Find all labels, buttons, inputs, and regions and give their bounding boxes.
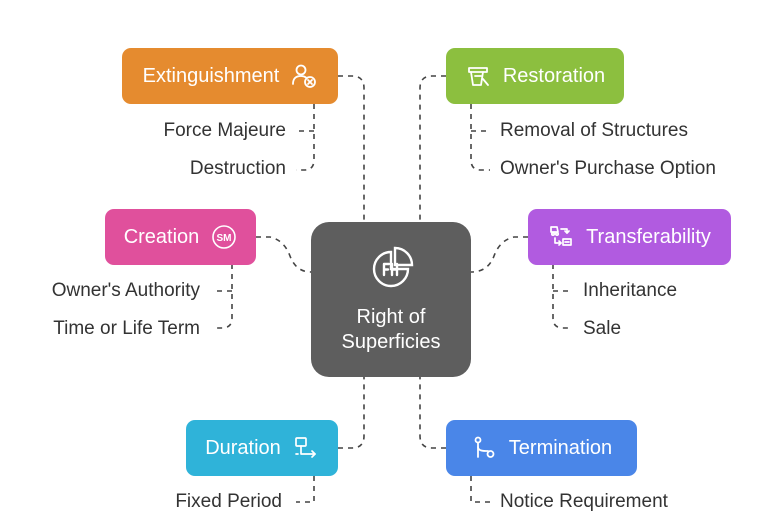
person-remove-icon [291, 63, 317, 89]
svg-text:SM: SM [217, 233, 232, 244]
connector-restoration-items [470, 104, 490, 171]
service-mark-icon: SM [211, 224, 237, 250]
sub-sale: Sale [583, 318, 622, 339]
sub-owners-authority: Owner's Authority [51, 280, 200, 301]
node-restoration-label: Restoration [502, 64, 606, 87]
connector-duration [338, 377, 365, 449]
sub-time-or-life-term: Time or Life Term [53, 318, 200, 339]
central-topic-line1: Right of [356, 306, 426, 328]
central-topic-line2: Superficies [341, 331, 441, 353]
connector-extinguishment [338, 75, 365, 222]
connector-termination [419, 377, 446, 449]
sub-owners-purchase-option: Owner's Purchase Option [500, 158, 716, 179]
connector-duration-items [296, 476, 315, 503]
node-duration: Duration [186, 420, 338, 476]
connector-creation [256, 236, 312, 273]
flow-icon [293, 435, 319, 461]
sub-removal-of-structures: Removal of Structures [500, 120, 688, 141]
connector-transferability [470, 236, 528, 273]
connector-transferability-items [552, 264, 572, 329]
connector-termination-items [470, 476, 490, 503]
connector-creation-items [214, 264, 233, 329]
node-extinguishment: Extinguishment [122, 48, 338, 104]
node-termination: Termination [446, 420, 637, 476]
node-creation-label: Creation [123, 225, 200, 248]
sub-notice-requirement: Notice Requirement [500, 491, 668, 512]
pie-chart-icon [366, 244, 416, 299]
sub-fixed-period: Fixed Period [175, 491, 282, 512]
node-extinguishment-label: Extinguishment [142, 64, 280, 87]
connector-extinguishment-items [296, 104, 315, 171]
sub-inheritance: Inheritance [583, 280, 678, 301]
central-topic: Right of Superficies [311, 222, 471, 377]
route-icon [471, 435, 497, 461]
node-duration-label: Duration [205, 436, 281, 459]
node-creation: Creation SM [105, 209, 256, 265]
central-topic-title: Right of Superficies [342, 305, 441, 355]
node-restoration: Restoration [446, 48, 624, 104]
node-termination-label: Termination [508, 436, 613, 459]
node-transferability-label: Transferability [586, 225, 711, 248]
connector-restoration [419, 75, 446, 222]
sub-destruction: Destruction [189, 158, 286, 179]
sub-force-majeure: Force Majeure [163, 120, 287, 141]
node-transferability: Transferability [528, 209, 731, 265]
bucket-icon [465, 63, 491, 89]
transfer-icon [548, 224, 574, 250]
